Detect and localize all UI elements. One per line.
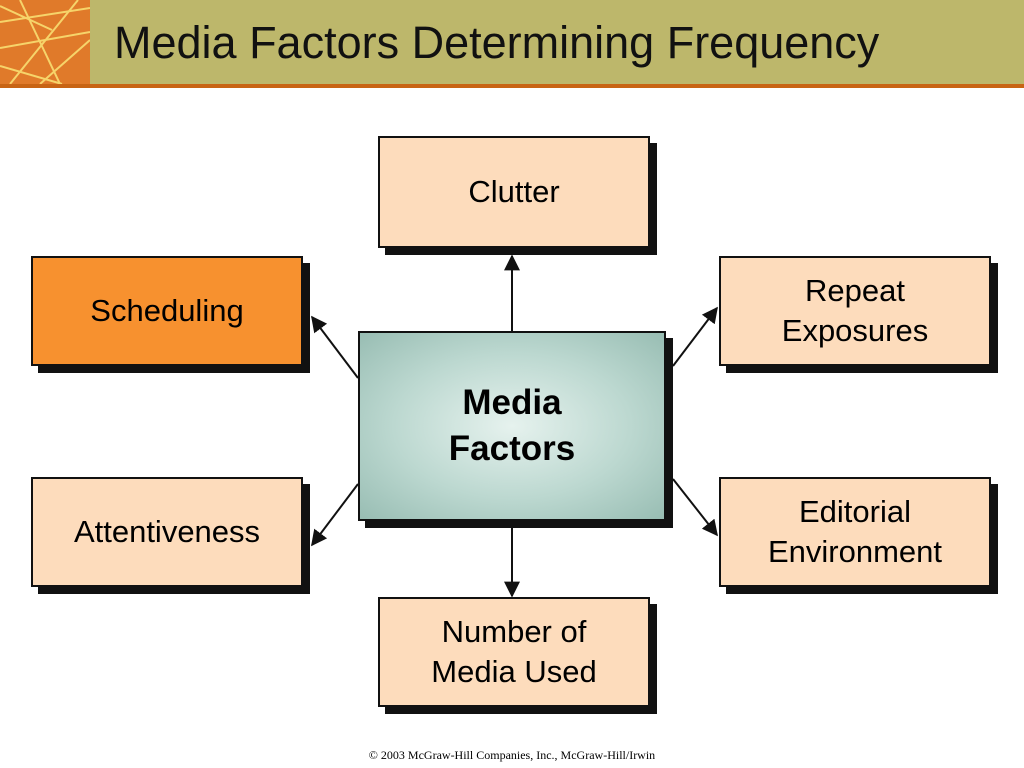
copyright-footer: © 2003 McGraw-Hill Companies, Inc., McGr… bbox=[368, 748, 656, 762]
node-label: Scheduling bbox=[90, 293, 244, 328]
arrow-to-attentiveness bbox=[311, 483, 359, 547]
node-label: Clutter bbox=[468, 174, 560, 209]
node-number-of-media-used: Number of Media Used bbox=[378, 597, 650, 707]
node-label: Number of Media Used bbox=[431, 614, 597, 689]
arrow-to-scheduling bbox=[311, 315, 359, 379]
node-editorial-environment: Editorial Environment bbox=[719, 477, 991, 587]
center-label: Media Factors bbox=[448, 383, 576, 468]
arrow-to-editorial-environment bbox=[672, 478, 718, 537]
node-label: Editorial Environment bbox=[767, 494, 943, 569]
arrow-to-repeat-exposures bbox=[672, 306, 718, 367]
title-rule bbox=[0, 84, 1024, 88]
node-label: Repeat Exposures bbox=[781, 273, 929, 348]
slide-title: Media Factors Determining Frequency bbox=[114, 17, 880, 68]
node-media-factors: Media Factors bbox=[358, 331, 666, 521]
node-repeat-exposures: Repeat Exposures bbox=[719, 256, 991, 366]
node-attentiveness: Attentiveness bbox=[31, 477, 303, 587]
publisher-logo bbox=[0, 0, 90, 84]
title-banner bbox=[0, 0, 1024, 84]
node-label: Attentiveness bbox=[73, 514, 261, 549]
node-scheduling: Scheduling bbox=[31, 256, 303, 366]
node-clutter: Clutter bbox=[378, 136, 650, 248]
